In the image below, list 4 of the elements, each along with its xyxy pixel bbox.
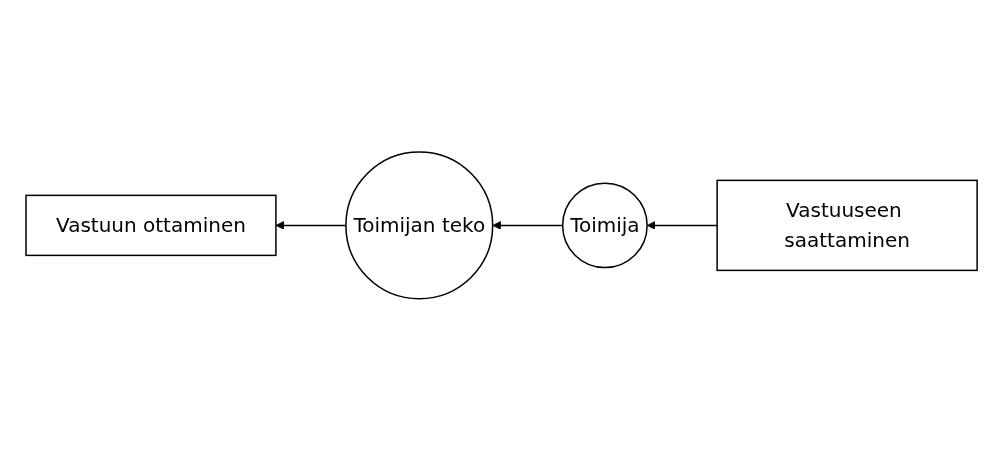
node-box: Vastuun ottaminen xyxy=(25,194,278,257)
node-circle: Toimija xyxy=(562,182,649,269)
node-box: Vastuuseen saattaminen xyxy=(716,179,979,272)
node-circle: Toimijan teko xyxy=(345,151,494,300)
